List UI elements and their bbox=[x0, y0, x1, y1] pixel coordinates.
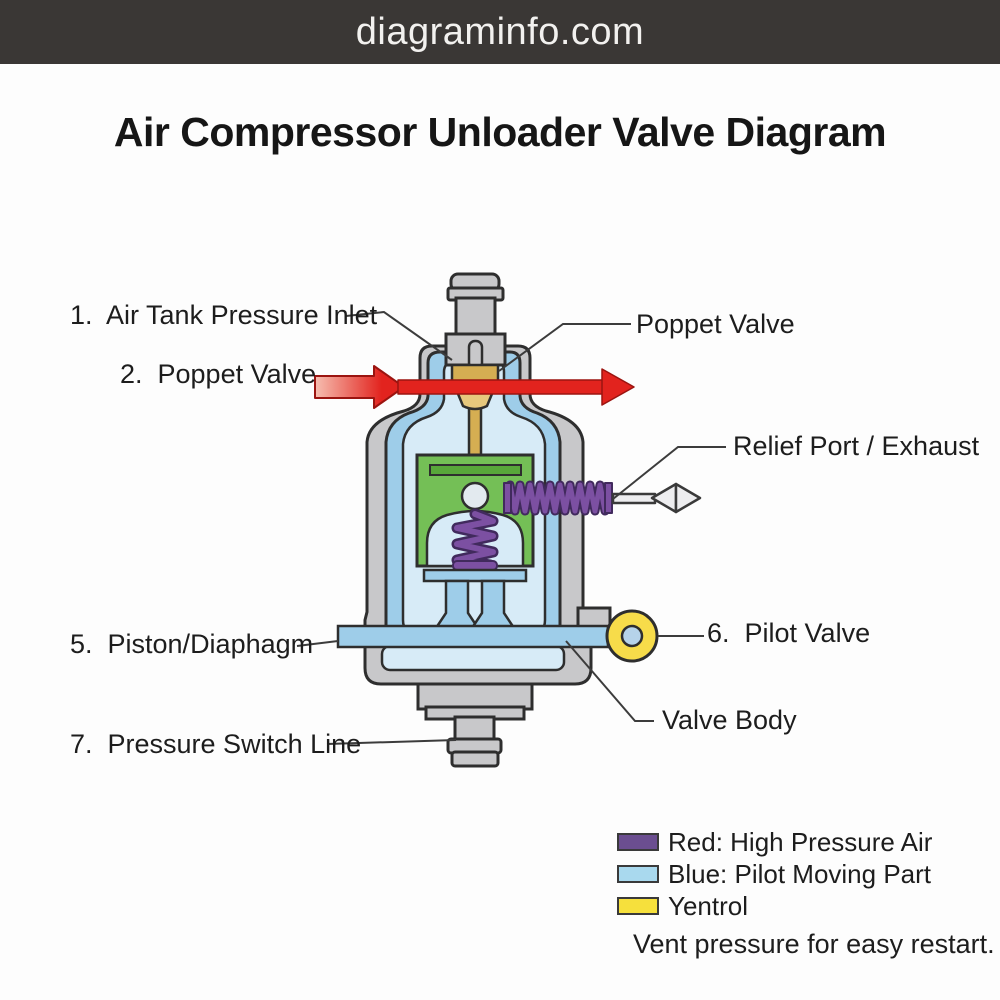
legend-label: Yentrol bbox=[668, 890, 748, 921]
page-title: Air Compressor Unloader Valve Diagram bbox=[113, 109, 887, 155]
legend-row-high-pressure: Red: High Pressure Air bbox=[617, 826, 932, 858]
pressure-switch-fitting bbox=[416, 680, 534, 768]
legend-label: Red: High Pressure Air bbox=[668, 826, 933, 857]
label-pressure-switch-line: 7. Pressure Switch Line bbox=[70, 729, 362, 759]
legend: Red: High Pressure Air Blue: Pilot Movin… bbox=[617, 826, 932, 922]
piston-groove bbox=[429, 464, 522, 476]
legend-swatch-purple bbox=[617, 833, 659, 851]
legend-label: Blue: Pilot Moving Part bbox=[668, 858, 932, 889]
valve-top-fitting bbox=[446, 272, 505, 340]
legend-row-vent: Yentrol bbox=[617, 890, 932, 922]
relief-spring bbox=[503, 480, 613, 516]
leader-piston bbox=[296, 640, 339, 647]
label-pilot-valve: 6. Pilot Valve bbox=[707, 618, 871, 648]
leader-switch bbox=[326, 739, 457, 745]
leader-valve-body bbox=[565, 640, 654, 722]
pilot-valve-port bbox=[605, 609, 659, 663]
bowl-interior bbox=[380, 644, 566, 672]
label-air-tank-pressure-inlet: 1. Air Tank Pressure Inlet bbox=[70, 300, 378, 330]
leader-inlet bbox=[345, 310, 453, 361]
site-title: diagraminfo.com bbox=[355, 10, 645, 53]
piston-spring bbox=[451, 508, 499, 571]
label-piston-diaphragm: 5. Piston/Diaphagm bbox=[70, 629, 314, 659]
leader-relief bbox=[612, 446, 726, 500]
leader-lines bbox=[296, 310, 726, 745]
leader-poppet-right bbox=[498, 323, 631, 372]
label-poppet-valve-right: Poppet Valve bbox=[636, 309, 795, 339]
legend-swatch-blue bbox=[617, 865, 659, 883]
label-poppet-valve-left: 2. Poppet Valve bbox=[120, 359, 317, 389]
airflow-arrow bbox=[314, 365, 635, 409]
legend-note: Vent pressure for easy restart. bbox=[633, 929, 995, 959]
label-valve-body: Valve Body bbox=[662, 705, 797, 735]
poppet-stem bbox=[467, 403, 483, 459]
piston-pin bbox=[460, 481, 490, 511]
header-bar: diagraminfo.com bbox=[0, 0, 1000, 64]
legend-swatch-yellow bbox=[617, 897, 659, 915]
legend-row-pilot-moving: Blue: Pilot Moving Part bbox=[617, 858, 932, 890]
label-relief-port-exhaust: Relief Port / Exhaust bbox=[733, 431, 980, 461]
